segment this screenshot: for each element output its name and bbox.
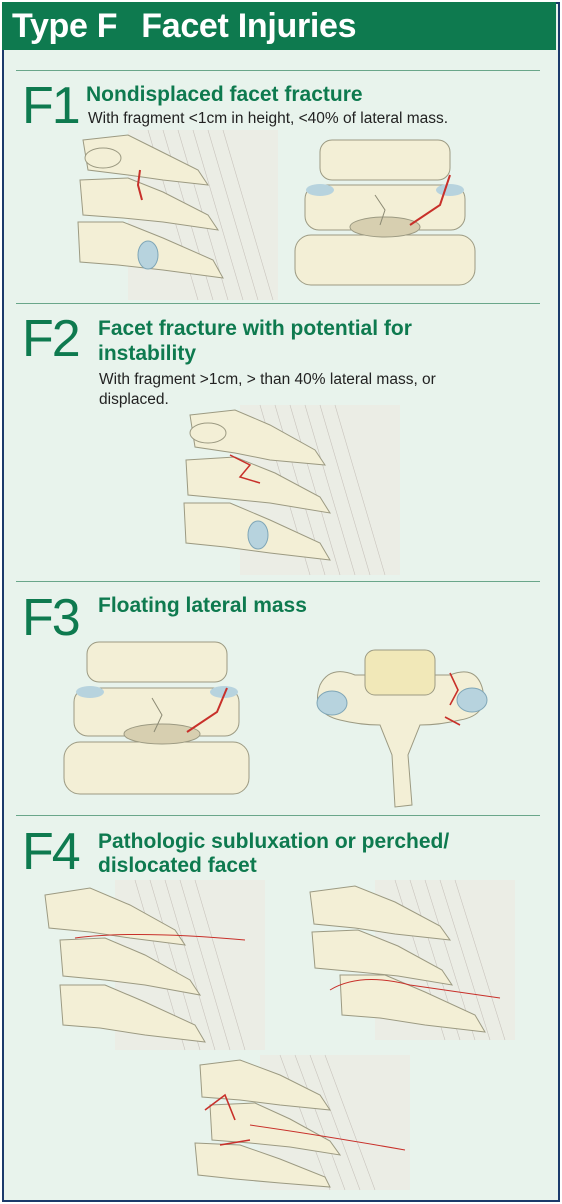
f1-ap-spine-illustration [294,139,476,286]
f4-subluxation-illustration-left [44,879,265,1051]
f3-ap-spine-illustration [63,641,250,795]
divider-f4 [16,815,540,816]
section-title-f4-line1: Pathologic subluxation or perched/ [98,830,450,853]
divider-f2 [16,303,540,304]
f2-lateral-spine-illustration [183,404,400,576]
section-title-f4-line2: dislocated facet [98,854,257,877]
f3-axial-vertebra-illustration [316,649,488,808]
section-desc-f2-line1: With fragment >1cm, > than 40% lateral m… [99,371,436,388]
page-header: Type F Facet Injuries [2,2,556,50]
divider-f1 [16,70,540,71]
divider-f3 [16,581,540,582]
section-code-f2: F2 [22,310,81,368]
section-title-f2-line1: Facet fracture with potential for [98,317,412,340]
page-title: Facet Injuries [141,7,357,45]
section-code-f4: F4 [22,823,81,881]
section-title-f3: Floating lateral mass [98,594,307,617]
f4-perched-facet-illustration [194,1054,410,1191]
f1-lateral-spine-illustration [77,129,278,301]
section-code-f3: F3 [22,589,81,647]
section-desc-f2-line2: displaced. [99,391,169,408]
section-title-f2-line2: instability [98,342,197,365]
section-desc-f1: With fragment <1cm in height, <40% of la… [88,110,449,127]
type-label: Type F [12,7,118,45]
section-code-f1: F1 [22,77,81,135]
section-title-f1: Nondisplaced facet fracture [86,83,363,106]
f4-subluxation-illustration-right [309,879,515,1041]
